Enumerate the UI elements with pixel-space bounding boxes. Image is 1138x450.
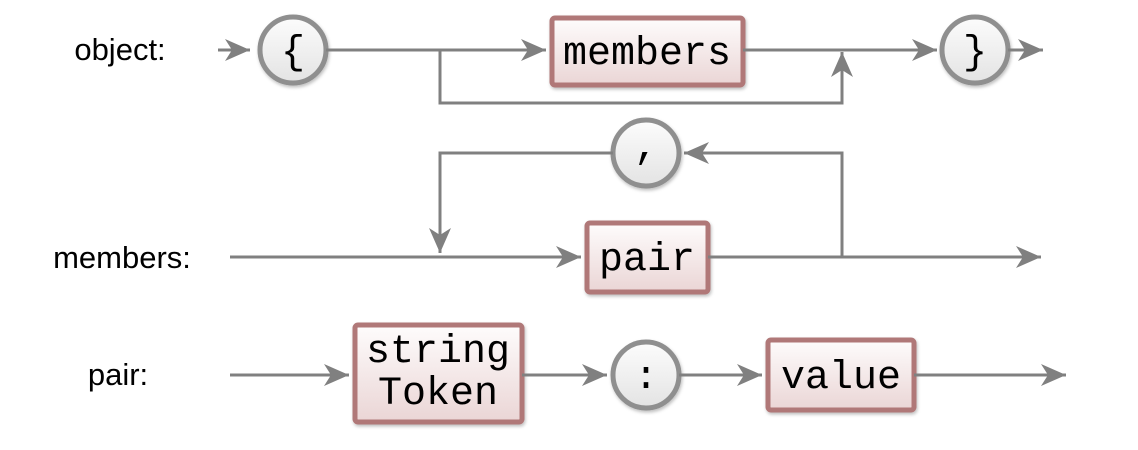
rule-object: object: { members } [74, 14, 1043, 105]
nonterminal-value-text: value [781, 356, 901, 401]
nonterminal-string-token-text-line1: string [366, 330, 510, 375]
terminal-comma-text: , [634, 126, 658, 171]
rule-pair: pair: string Token : value [88, 322, 1066, 425]
terminal-colon-text: : [634, 356, 658, 401]
rule-label-pair: pair: [88, 357, 148, 392]
wire-members-loop-up-arrow [684, 142, 844, 257]
rule-label-members: members: [53, 240, 191, 275]
nonterminal-string-token-text-line2: Token [378, 372, 498, 417]
terminal-open-brace-text: { [281, 31, 305, 76]
nonterminal-members-text: members [563, 32, 731, 77]
nonterminal-pair-text: pair [599, 238, 695, 283]
rule-label-object: object: [74, 32, 165, 67]
wire-object-skip-branch [438, 50, 853, 105]
terminal-close-brace-text: } [963, 31, 987, 76]
wire-members-loop-back-arrow [429, 151, 613, 253]
rule-members: members: , pair [53, 117, 1041, 295]
